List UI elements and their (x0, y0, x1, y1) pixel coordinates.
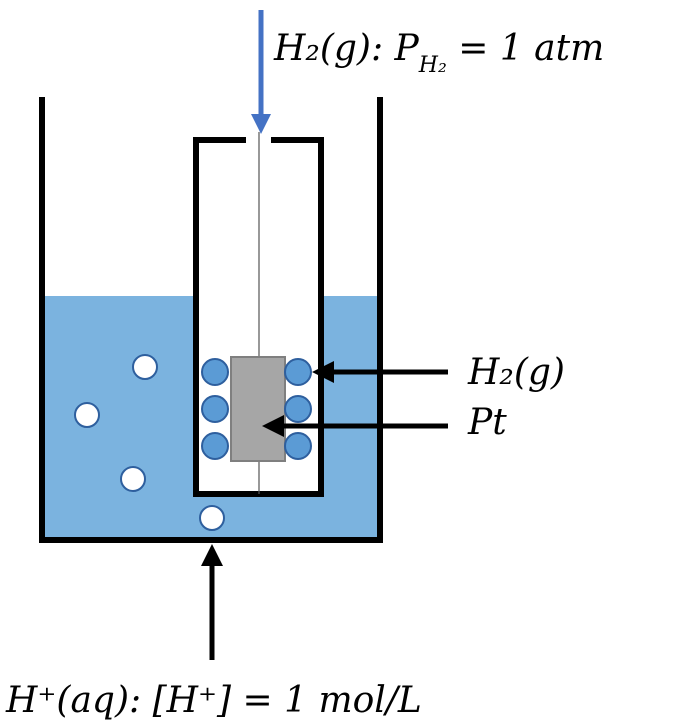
h2-bubble (201, 358, 229, 386)
proton-pointer-arrow (201, 544, 223, 660)
platinum-label: Pt (467, 402, 507, 443)
gas-inlet-arrow (251, 10, 271, 134)
h2-bubble (284, 358, 312, 386)
h2-pointer-arrow (312, 361, 448, 383)
platinum-electrode (230, 356, 286, 462)
gas-inlet-subscript: H₂ (418, 53, 447, 78)
h2-bubbles (201, 358, 312, 460)
proton-bubble (74, 402, 100, 428)
acid-solution-label: H⁺(aq): [H⁺] = 1 mol/L (5, 680, 422, 721)
hydrogen-gas-label: H₂(g) (467, 352, 565, 393)
h2-bubble (284, 395, 312, 423)
gas-inlet-label: H₂(g): PH₂ = 1 atm (273, 28, 604, 78)
proton-bubble (199, 505, 225, 531)
h2-bubble (201, 432, 229, 460)
h2-bubble (201, 395, 229, 423)
proton-bubbles (74, 354, 225, 531)
beaker (39, 97, 383, 543)
proton-bubble (120, 466, 146, 492)
pt-pointer-arrow (262, 415, 448, 437)
proton-bubble (132, 354, 158, 380)
h2-bubble (284, 432, 312, 460)
